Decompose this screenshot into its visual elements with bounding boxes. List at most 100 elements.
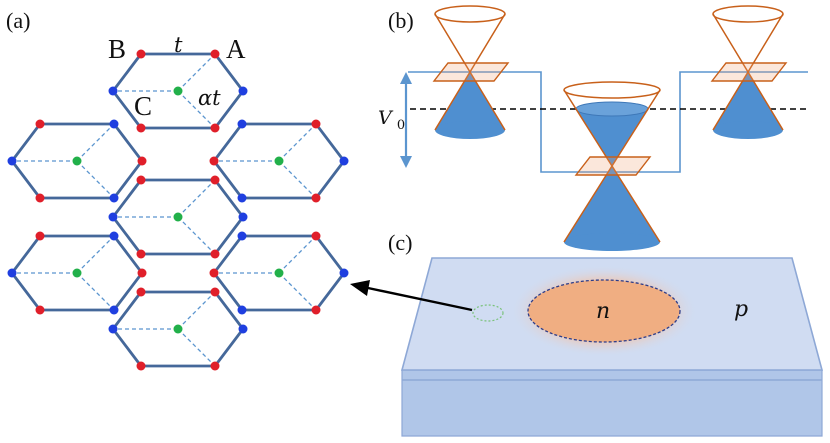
dashed-bond xyxy=(76,235,115,274)
lattice-site-c xyxy=(72,156,82,166)
lattice-site-vertex xyxy=(238,212,248,222)
dashed-bond xyxy=(278,160,317,199)
upper-cone-fill xyxy=(576,109,648,166)
lattice-site-c xyxy=(173,324,183,334)
v0-arrow-head-bottom xyxy=(400,156,412,168)
potential-panel xyxy=(400,5,808,251)
region-label-n: n xyxy=(596,299,610,324)
lattice-site-vertex xyxy=(209,268,219,278)
hopping-label-alpha-t: αt xyxy=(198,86,221,110)
lower-cone-body xyxy=(564,166,660,242)
lower-cone-body xyxy=(435,72,505,130)
lattice-site-vertex xyxy=(108,212,118,222)
lattice-site-vertex xyxy=(311,193,321,203)
lattice-site-vertex xyxy=(311,305,321,315)
dirac-cone xyxy=(710,5,788,139)
lattice-site-vertex xyxy=(137,156,147,166)
lattice-site-c xyxy=(173,212,183,222)
lattice-site-layer xyxy=(7,49,349,371)
lattice-site-vertex xyxy=(136,287,146,297)
lattice-site-vertex xyxy=(136,123,146,133)
lattice-site-vertex xyxy=(238,324,248,334)
zoom-arrow-head xyxy=(350,280,370,296)
lattice-site-vertex xyxy=(237,193,247,203)
dashed-bond xyxy=(278,235,317,274)
v0-arrow-head-top xyxy=(400,72,412,84)
lattice-site-vertex xyxy=(109,119,119,129)
dirac-cone-layer xyxy=(432,5,788,251)
lattice-site-vertex xyxy=(7,156,17,166)
lattice-site-vertex xyxy=(108,324,118,334)
dashed-bond xyxy=(177,291,216,330)
region-label-p: p xyxy=(734,297,748,322)
lattice-site-vertex xyxy=(109,305,119,315)
lattice-site-vertex xyxy=(210,249,220,259)
dashed-bond xyxy=(177,328,216,367)
lattice-site-vertex xyxy=(311,231,321,241)
v0-label-main: V xyxy=(378,107,394,129)
probe-spot xyxy=(472,304,504,322)
dashed-bond xyxy=(177,53,216,92)
energy-plane xyxy=(574,156,652,176)
lattice-site-c xyxy=(72,268,82,278)
lattice-site-vertex xyxy=(136,361,146,371)
dirac-cone xyxy=(432,5,510,139)
cone-outline xyxy=(563,89,661,243)
lattice-site-vertex xyxy=(210,175,220,185)
energy-plane xyxy=(710,62,788,82)
lattice-site-vertex xyxy=(339,268,349,278)
dashed-bond-layer xyxy=(12,53,317,367)
lattice-site-vertex xyxy=(339,156,349,166)
dashed-bond xyxy=(278,123,317,162)
lattice-site-vertex xyxy=(136,49,146,59)
lattice-site-vertex xyxy=(109,193,119,203)
dashed-bond xyxy=(278,272,317,311)
lower-cone-base xyxy=(564,233,660,251)
site-label-b: B xyxy=(108,34,126,64)
panel-label-c: (c) xyxy=(388,230,412,255)
upper-cone-rim xyxy=(712,5,784,23)
lattice-site-vertex xyxy=(237,305,247,315)
solid-bond-layer xyxy=(10,52,346,368)
dirac-cone xyxy=(563,81,661,251)
lower-cone-base xyxy=(713,121,783,139)
zoom-arrow-line xyxy=(367,286,473,312)
energy-plane xyxy=(432,62,510,82)
lattice-site-c xyxy=(274,156,284,166)
lattice-site-vertex xyxy=(238,86,248,96)
hopping-label-t: t xyxy=(174,33,183,57)
v0-label-subscript: 0 xyxy=(397,118,405,133)
dashed-bond xyxy=(76,123,115,162)
dashed-bond xyxy=(177,216,216,255)
dashed-bond xyxy=(177,179,216,218)
lattice-site-vertex xyxy=(136,249,146,259)
lattice-site-vertex xyxy=(237,119,247,129)
lattice-site-vertex xyxy=(108,86,118,96)
lattice-site-vertex xyxy=(311,119,321,129)
lattice-site-vertex xyxy=(35,305,45,315)
panel-label-b: (b) xyxy=(388,8,414,33)
cone-outline xyxy=(434,13,506,131)
dashed-bond xyxy=(76,160,115,199)
lattice-site-vertex xyxy=(35,231,45,241)
lattice-panel xyxy=(7,49,349,371)
lattice-site-vertex xyxy=(210,361,220,371)
slab-panel xyxy=(400,257,824,437)
dashed-bond xyxy=(177,90,216,129)
upper-cone-rim xyxy=(434,5,506,23)
lattice-site-c xyxy=(274,268,284,278)
panel-label-a: (a) xyxy=(6,8,30,33)
lattice-site-vertex xyxy=(210,287,220,297)
dashed-bond xyxy=(76,272,115,311)
site-label-c: C xyxy=(134,91,152,121)
lower-cone-base xyxy=(435,121,505,139)
site-label-a: A xyxy=(226,34,246,64)
lattice-site-vertex xyxy=(136,175,146,185)
lattice-site-vertex xyxy=(7,268,17,278)
n-region xyxy=(527,279,681,343)
fermi-surface xyxy=(575,101,649,117)
lattice-site-c xyxy=(173,86,183,96)
lattice-site-vertex xyxy=(209,156,219,166)
lattice-site-vertex xyxy=(137,268,147,278)
lower-cone-body xyxy=(713,72,783,130)
